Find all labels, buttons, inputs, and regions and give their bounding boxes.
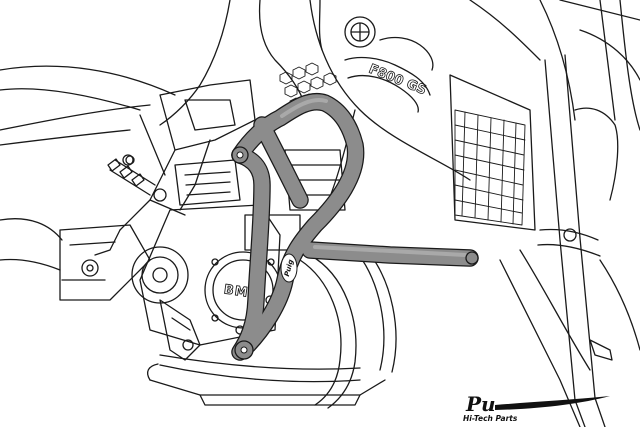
front-forks bbox=[537, 0, 640, 427]
brand-logo-mark: Pu bbox=[465, 392, 496, 416]
rear-frame bbox=[0, 65, 256, 256]
front-fender bbox=[499, 249, 640, 427]
swingarm bbox=[0, 218, 151, 301]
skid-plate bbox=[147, 363, 386, 406]
tank-model-lettering: F800 GS bbox=[344, 36, 434, 113]
crash-bar-badge: Puig bbox=[280, 253, 298, 283]
brand-logo-tagline: Hi-Tech Parts bbox=[463, 414, 518, 423]
brand-logo: Pu Hi-Tech Parts bbox=[463, 392, 610, 423]
brand-logo-swoosh bbox=[495, 396, 610, 410]
tank-model-label: F800 GS bbox=[367, 62, 429, 99]
bmw-roundel-icon bbox=[344, 16, 376, 48]
crash-bar: Puig bbox=[231, 93, 479, 361]
fuel-tank-fairing bbox=[159, 0, 640, 231]
radiator-grille bbox=[454, 109, 526, 226]
footpeg-bracket bbox=[159, 299, 201, 361]
rear-shock bbox=[107, 154, 167, 202]
